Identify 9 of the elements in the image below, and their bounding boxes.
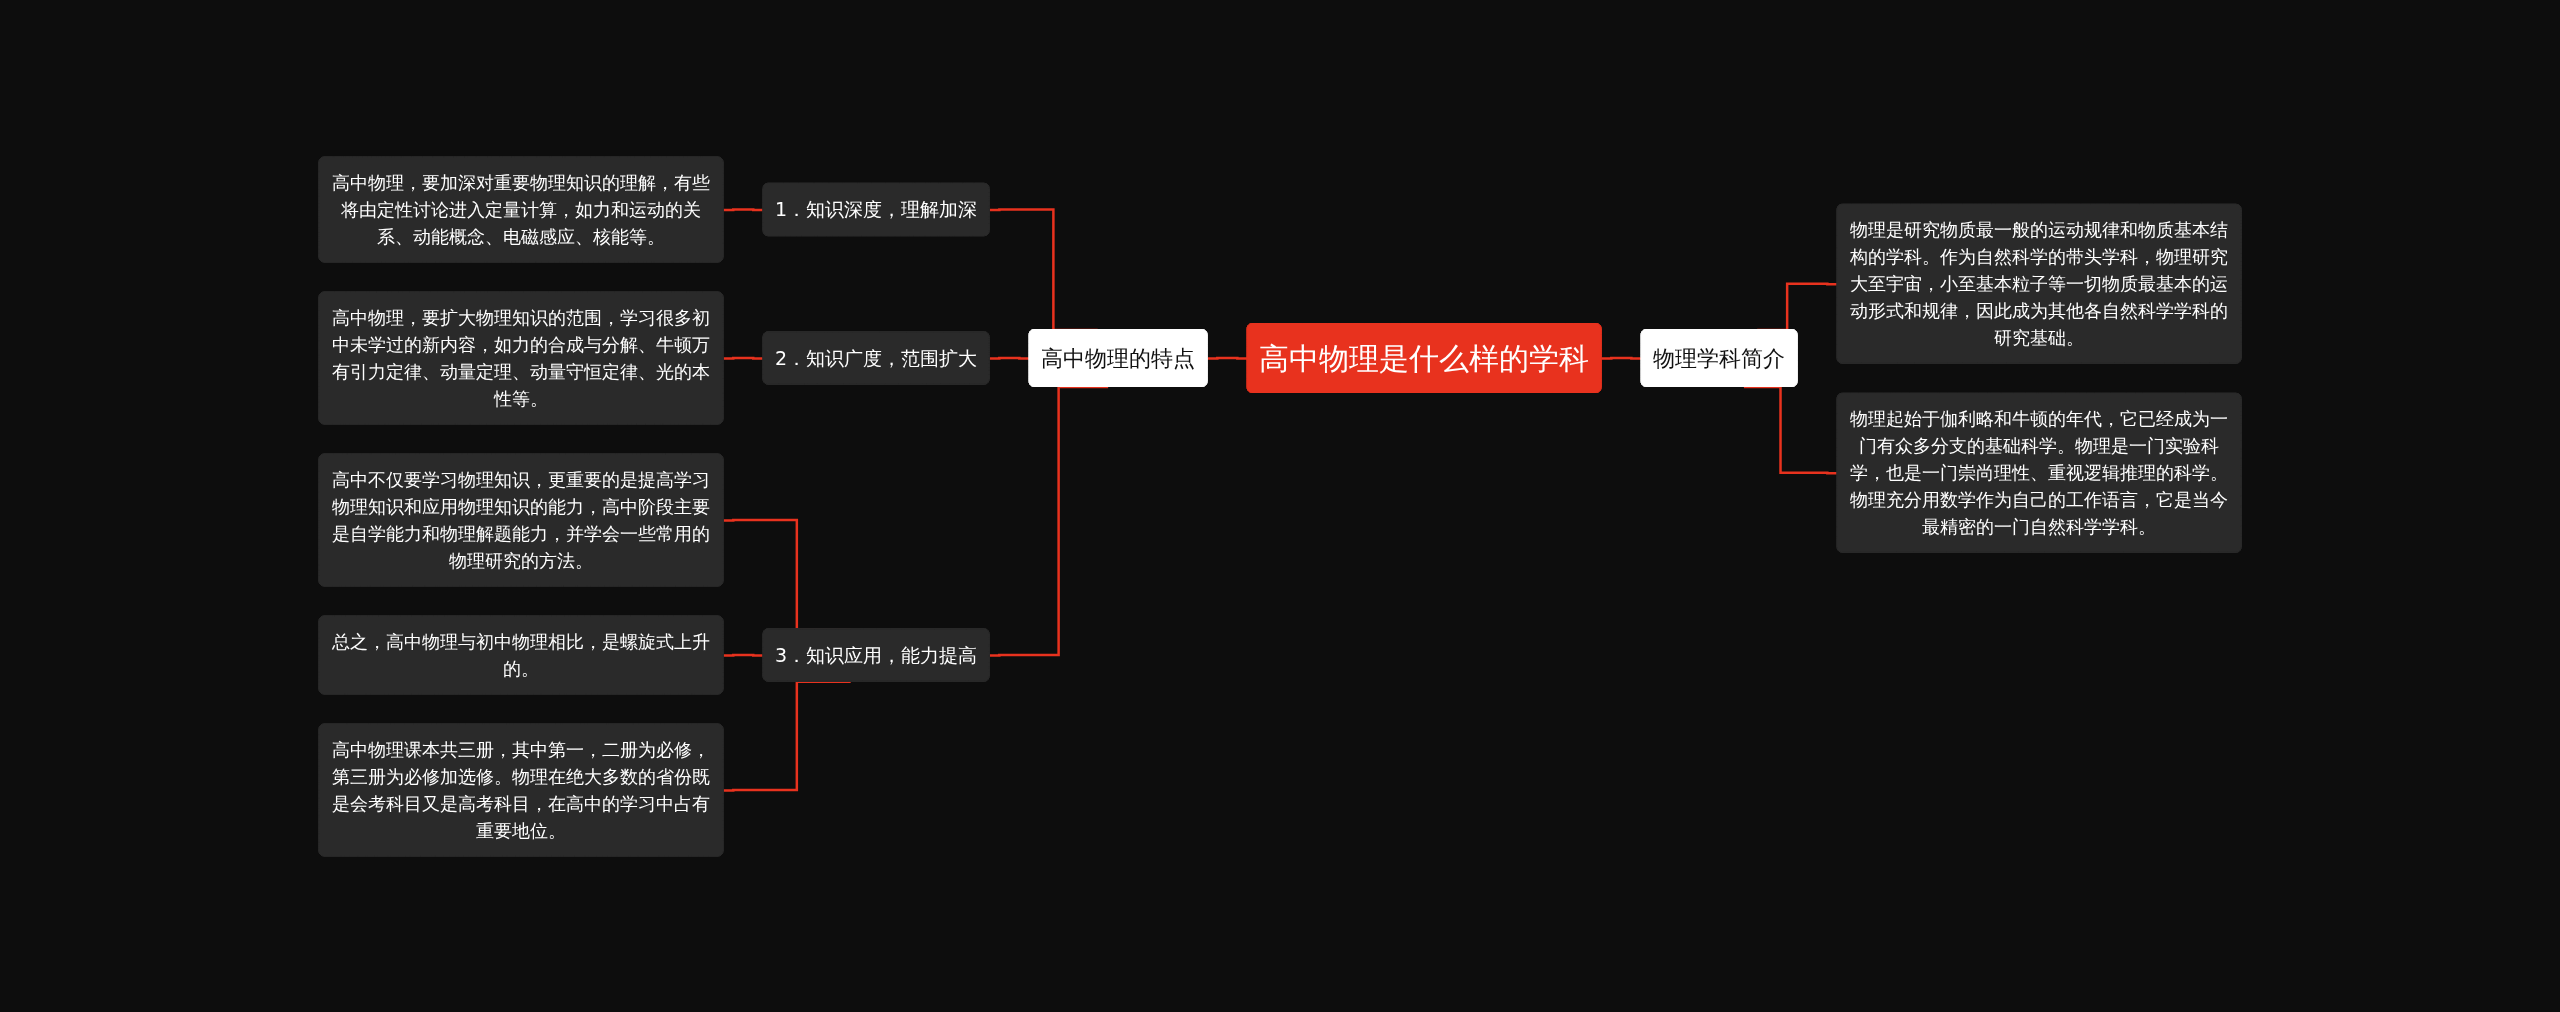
connector <box>989 356 1030 360</box>
connector <box>723 207 764 211</box>
connector <box>723 356 764 360</box>
connector <box>723 653 764 657</box>
connector <box>1207 356 1248 360</box>
connector <box>723 680 851 792</box>
connector <box>989 385 1109 657</box>
connector <box>1601 356 1642 360</box>
connector <box>1743 385 1838 474</box>
